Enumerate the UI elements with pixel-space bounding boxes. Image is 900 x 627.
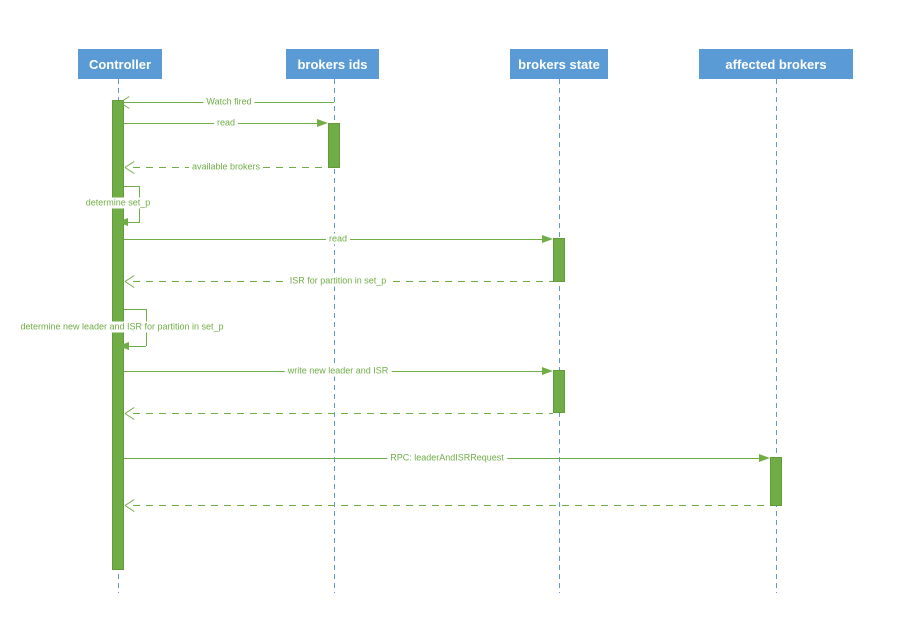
filled-arrowhead-icon bbox=[759, 454, 770, 462]
message-label: determine new leader and ISR for partiti… bbox=[17, 321, 227, 333]
message-label: available brokers bbox=[188, 161, 264, 173]
open-arrowhead-icon bbox=[125, 407, 136, 420]
self-message-bottom-line bbox=[128, 222, 139, 223]
lifeline-brokers-ids bbox=[334, 79, 335, 593]
self-message-top-line bbox=[124, 186, 139, 187]
actor-controller: Controller bbox=[78, 49, 162, 79]
actor-affected-brokers: affected brokers bbox=[699, 49, 853, 79]
open-arrowhead-icon bbox=[125, 275, 136, 288]
self-message-bottom-line bbox=[129, 346, 146, 347]
filled-arrowhead-icon bbox=[317, 119, 328, 127]
message-label: read bbox=[325, 233, 351, 245]
open-arrowhead-icon bbox=[125, 161, 136, 174]
activation-bar-controller bbox=[112, 100, 124, 570]
filled-arrowhead-icon bbox=[118, 342, 129, 350]
filled-arrowhead-icon bbox=[117, 218, 128, 226]
message-label: write new leader and ISR bbox=[284, 365, 392, 377]
lifeline-affected-brokers bbox=[776, 79, 777, 593]
message-label: Watch fired bbox=[203, 96, 255, 108]
activation-bar-brokers-state-2 bbox=[553, 370, 565, 413]
message-label: ISR for partition in set_p bbox=[286, 275, 390, 287]
message-label: RPC: leaderAndISRRequest bbox=[387, 452, 507, 464]
lifeline-brokers-state bbox=[559, 79, 560, 593]
actor-brokers-ids: brokers ids bbox=[286, 49, 379, 79]
message-line bbox=[133, 413, 553, 414]
message-line bbox=[133, 505, 770, 506]
actor-brokers-state-label: brokers state bbox=[518, 56, 600, 72]
message-label: determine set_p bbox=[82, 197, 154, 209]
actor-affected-brokers-label: affected brokers bbox=[725, 56, 827, 72]
activation-bar-affected-brokers bbox=[770, 457, 782, 506]
filled-arrowhead-icon bbox=[542, 235, 553, 243]
actor-brokers-ids-label: brokers ids bbox=[297, 56, 368, 72]
actor-controller-label: Controller bbox=[88, 56, 152, 72]
activation-bar-brokers-ids bbox=[328, 123, 340, 168]
open-arrowhead-icon bbox=[125, 499, 136, 512]
activation-bar-brokers-state-1 bbox=[553, 238, 565, 282]
message-label: read bbox=[213, 117, 239, 129]
filled-arrowhead-icon bbox=[542, 367, 553, 375]
open-arrowhead-icon bbox=[120, 96, 131, 109]
self-message-top-line bbox=[124, 309, 146, 310]
actor-brokers-state: brokers state bbox=[510, 49, 608, 79]
